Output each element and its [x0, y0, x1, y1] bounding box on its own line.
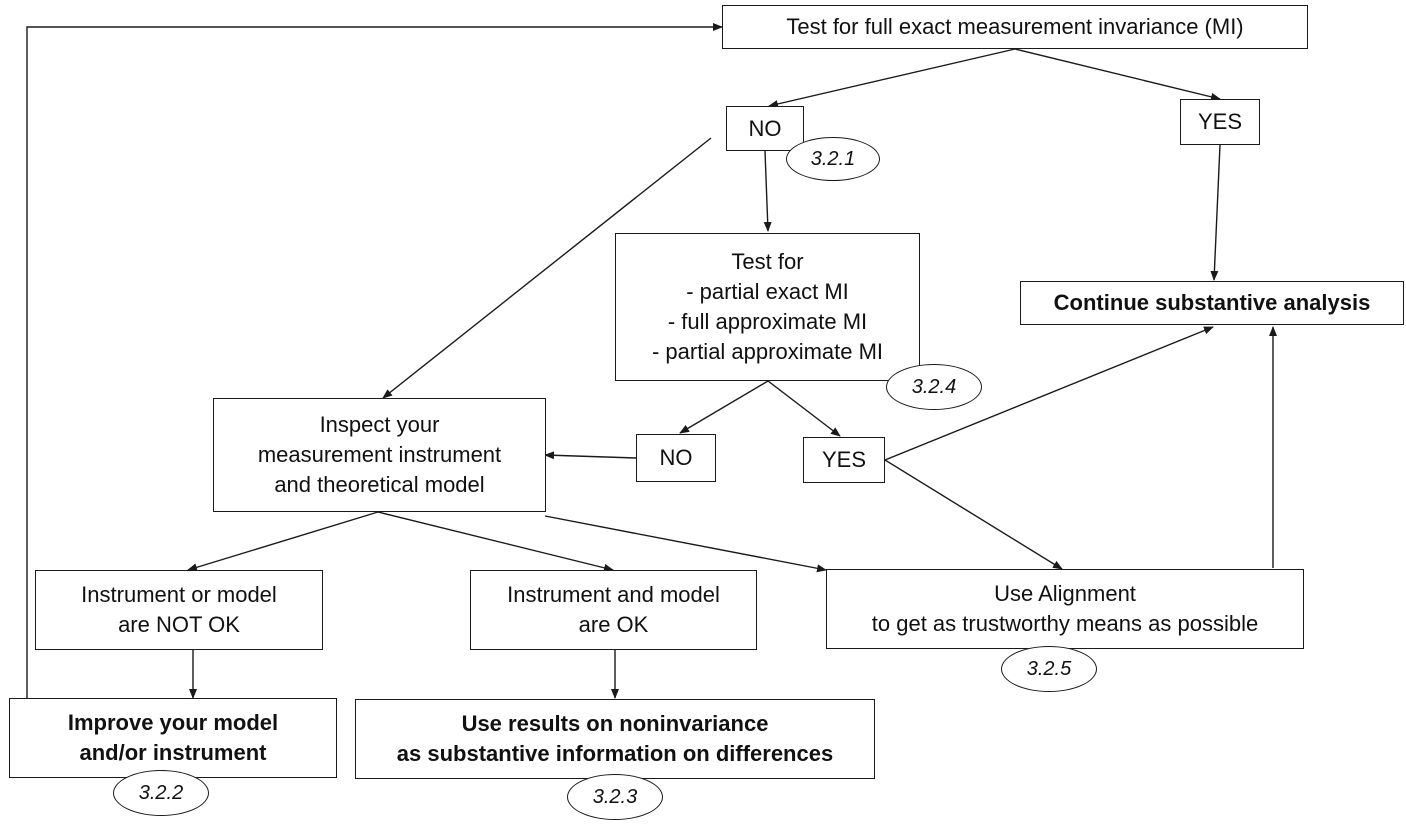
- section-badge-3-2-5: 3.2.5: [1001, 646, 1097, 692]
- edge-no-to-inspect: [382, 137, 712, 399]
- node-yes-2: YES: [803, 437, 885, 483]
- edge-yes-to-continue-2: [884, 326, 1214, 461]
- edge-improve-to-test-full: [26, 23, 723, 698]
- edge-inspect-to-not-ok: [187, 511, 379, 572]
- node-label-line: Improve your model: [67, 710, 279, 735]
- section-label: 3.2.4: [911, 375, 957, 398]
- node-label-line: Instrument or model: [81, 582, 277, 607]
- node-label: NO: [748, 115, 782, 141]
- node-label: NO: [659, 445, 693, 470]
- node-yes-1: YES: [1180, 99, 1260, 145]
- node-label-line: as substantive information on difference…: [396, 741, 834, 766]
- node-label-line: - partial exact MI: [686, 279, 849, 304]
- section-badge-3-2-3: 3.2.3: [567, 774, 663, 820]
- node-no-2: NO: [636, 434, 716, 482]
- section-label: 3.2.1: [810, 147, 856, 170]
- node-use-results-noninvariance: Use results on noninvariance as substant…: [355, 699, 875, 779]
- node-label-line: and/or instrument: [79, 740, 267, 765]
- node-label-line: Inspect your: [319, 412, 440, 437]
- section-label: 3.2.2: [138, 781, 184, 804]
- node-label: Continue substantive analysis: [1053, 290, 1371, 315]
- node-label-line: and theoretical model: [274, 472, 485, 497]
- node-no-1: NO: [726, 106, 804, 151]
- edge-test-partial-to-no: [679, 380, 769, 434]
- node-test-partial-mi: Test for - partial exact MI - full appro…: [615, 233, 920, 381]
- section-badge-3-2-4: 3.2.4: [886, 364, 982, 410]
- node-test-full-exact-mi: Test for full exact measurement invarian…: [722, 5, 1308, 49]
- section-badge-3-2-2: 3.2.2: [113, 770, 209, 816]
- node-label-line: - full approximate MI: [667, 309, 868, 334]
- section-badge-3-2-1: 3.2.1: [786, 137, 880, 181]
- node-continue-substantive-analysis: Continue substantive analysis: [1020, 281, 1404, 325]
- node-label: YES: [1197, 109, 1243, 134]
- node-label-line: measurement instrument: [257, 442, 502, 467]
- node-label: YES: [821, 447, 867, 472]
- node-improve-model: Improve your model and/or instrument: [9, 698, 337, 778]
- edge-no-to-test-partial: [763, 150, 772, 232]
- edge-test-full-to-yes: [1014, 48, 1221, 101]
- node-instrument-not-ok: Instrument or model are NOT OK: [35, 570, 323, 650]
- edge-inspect-to-alignment: [544, 515, 827, 573]
- edge-no-to-inspect-2: [544, 451, 637, 460]
- node-label-line: Test for: [731, 249, 804, 274]
- edge-test-partial-to-yes: [767, 380, 841, 437]
- node-label-line: are OK: [578, 612, 649, 637]
- node-label-line: Use Alignment: [994, 581, 1136, 606]
- node-inspect-instrument: Inspect your measurement instrument and …: [213, 398, 546, 512]
- edge-yes-to-alignment: [884, 459, 1063, 570]
- node-label-line: Instrument and model: [507, 582, 720, 607]
- node-use-alignment: Use Alignment to get as trustworthy mean…: [826, 569, 1304, 649]
- node-label-line: Use results on noninvariance: [461, 711, 769, 736]
- node-instrument-ok: Instrument and model are OK: [470, 570, 757, 650]
- edge-inspect-to-ok: [377, 511, 614, 572]
- node-label-line: to get as trustworthy means as possible: [871, 611, 1259, 636]
- node-label-line: - partial approximate MI: [651, 339, 884, 364]
- node-label-line: are NOT OK: [118, 612, 240, 637]
- edge-yes-to-continue: [1210, 144, 1221, 281]
- node-label: Test for full exact measurement invarian…: [786, 14, 1244, 39]
- section-label: 3.2.5: [1026, 657, 1072, 680]
- section-label: 3.2.3: [592, 785, 638, 808]
- edge-test-full-to-no: [768, 48, 1016, 108]
